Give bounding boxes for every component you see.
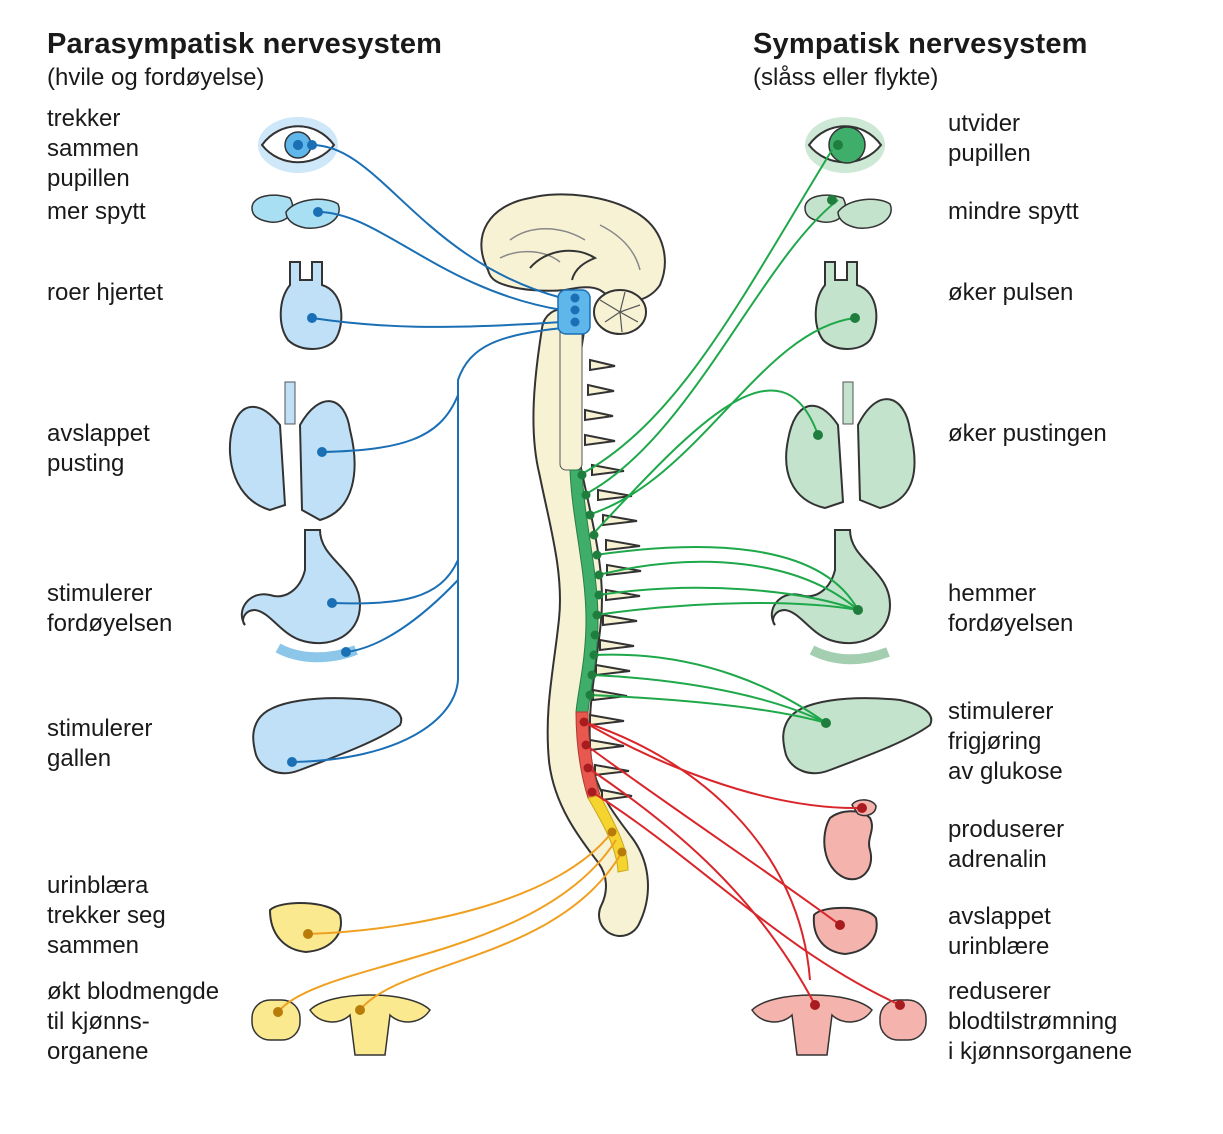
symp-bladder: [812, 906, 878, 956]
sacral-nerves: [277, 831, 623, 1013]
symp-label-adrenal: produserer adrenalin: [948, 816, 1065, 873]
para-heart: [279, 261, 343, 350]
sympathetic-title: Sympatisk nervesystem: [753, 28, 1088, 60]
parasympathetic-title: Parasympatisk nervesystem: [47, 28, 443, 60]
symp-nerves-red: [583, 721, 901, 1006]
symp-label-saliva: mindre spytt: [948, 198, 1079, 225]
symp-adrenal-kidney: [823, 799, 877, 881]
para-label-genitals: økt blodmengde til kjønns- organene: [47, 978, 220, 1065]
para-nerves: [291, 144, 563, 763]
para-stomach: [240, 529, 362, 663]
para-label-saliva: mer spytt: [47, 198, 146, 225]
symp-heart: [814, 261, 878, 350]
para-lungs: [228, 381, 356, 522]
symp-eye: [805, 117, 885, 173]
symp-nerves-green: [579, 149, 859, 724]
symp-lungs: [785, 381, 916, 510]
sympathetic-subtitle: (slåss eller flykte): [753, 64, 939, 91]
cranial-nuclei: [557, 289, 591, 335]
para-label-lungs: avslappet pusting: [47, 420, 150, 477]
para-liver: [252, 697, 403, 775]
para-label-liver: stimulerer gallen: [47, 715, 153, 772]
sacral-ganglia: [273, 827, 627, 1017]
para-genitals: [251, 994, 431, 1056]
spinal-column: [532, 299, 649, 937]
para-salivary-glands: [251, 194, 340, 229]
brain: [480, 193, 666, 335]
parasympathetic-subtitle: (hvile og fordøyelse): [47, 64, 265, 91]
symp-label-stomach: hemmer fordøyelsen: [948, 580, 1074, 637]
symp-label-lungs: øker pustingen: [948, 420, 1107, 447]
para-label-heart: roer hjertet: [47, 279, 164, 306]
para-label-stomach: stimulerer fordøyelsen: [47, 580, 173, 637]
para-nerve-dots: [287, 140, 351, 767]
symp-stomach: [770, 529, 892, 665]
symp-label-genitals: reduserer blodtilstrømning i kjønnsorgan…: [948, 978, 1133, 1065]
symp-label-bladder: avslappet urinblære: [948, 903, 1051, 960]
symp-genitals: [751, 994, 927, 1056]
para-bladder: [268, 902, 342, 954]
symp-salivary-glands: [804, 194, 892, 229]
para-label-eye: trekker sammen pupillen: [47, 105, 140, 192]
para-label-bladder: urinblæra trekker seg sammen: [47, 872, 166, 959]
symp-ganglia-red: [579, 717, 905, 1010]
symp-label-heart: øker pulsen: [948, 279, 1074, 306]
symp-liver: [782, 697, 933, 775]
symp-ganglia-green: [577, 140, 863, 728]
symp-label-liver: stimulerer frigjøring av glukose: [948, 698, 1063, 785]
symp-label-eye: utvider pupillen: [948, 110, 1031, 167]
